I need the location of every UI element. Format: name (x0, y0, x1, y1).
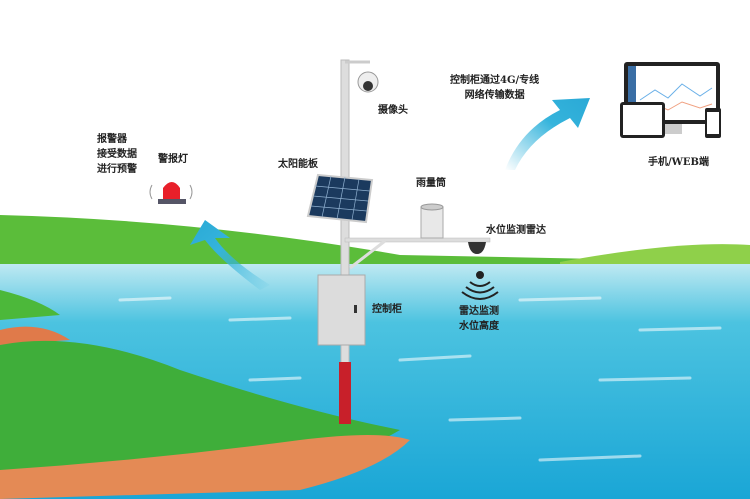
alarm-line: 接受数据 (97, 149, 137, 160)
radar-label: 水位监测雷达 (486, 225, 546, 236)
arrow-to-alarm (190, 220, 270, 290)
small-island (0, 290, 60, 320)
bank-shore (0, 435, 410, 499)
radar-sensor-icon (468, 242, 486, 254)
control-box-label: 控制柜 (372, 304, 402, 315)
radar-wave-icon (461, 271, 499, 300)
left-shore (0, 326, 70, 345)
transmission-label: 控制柜通过4G/专线 网络传输数据 (450, 73, 539, 103)
camera-label: 摄像头 (378, 105, 408, 116)
alarm-line: 进行预警 (97, 164, 137, 175)
pole-base (339, 362, 351, 424)
rain-gauge-label: 雨量筒 (416, 178, 446, 189)
arrow-to-terminal (505, 98, 590, 170)
rain-gauge-icon (420, 206, 444, 239)
far-hill-right (560, 244, 750, 270)
alarm-light-icon (149, 182, 193, 204)
terminal-label: 手机/WEB端 (648, 157, 709, 168)
solar-panel-label: 太阳能板 (278, 159, 318, 170)
transmission-line: 网络传输数据 (464, 90, 525, 101)
control-box-icon (317, 274, 366, 346)
devices-icon (620, 62, 721, 138)
alarm-line: 报警器 (97, 134, 127, 145)
transmission-line: 控制柜通过4G/专线 (450, 75, 540, 86)
radar-measure-line: 水位高度 (459, 321, 499, 332)
water-ripples (118, 296, 722, 462)
radar-measure-line: 雷达监测 (459, 306, 499, 317)
crossarm (344, 237, 491, 243)
far-hill (0, 215, 750, 272)
alarm-description: 报警器 接受数据 进行预警 (97, 132, 137, 177)
radar-measure-label: 雷达监测 水位高度 (459, 304, 499, 334)
alarm-light-label: 警报灯 (158, 154, 188, 165)
